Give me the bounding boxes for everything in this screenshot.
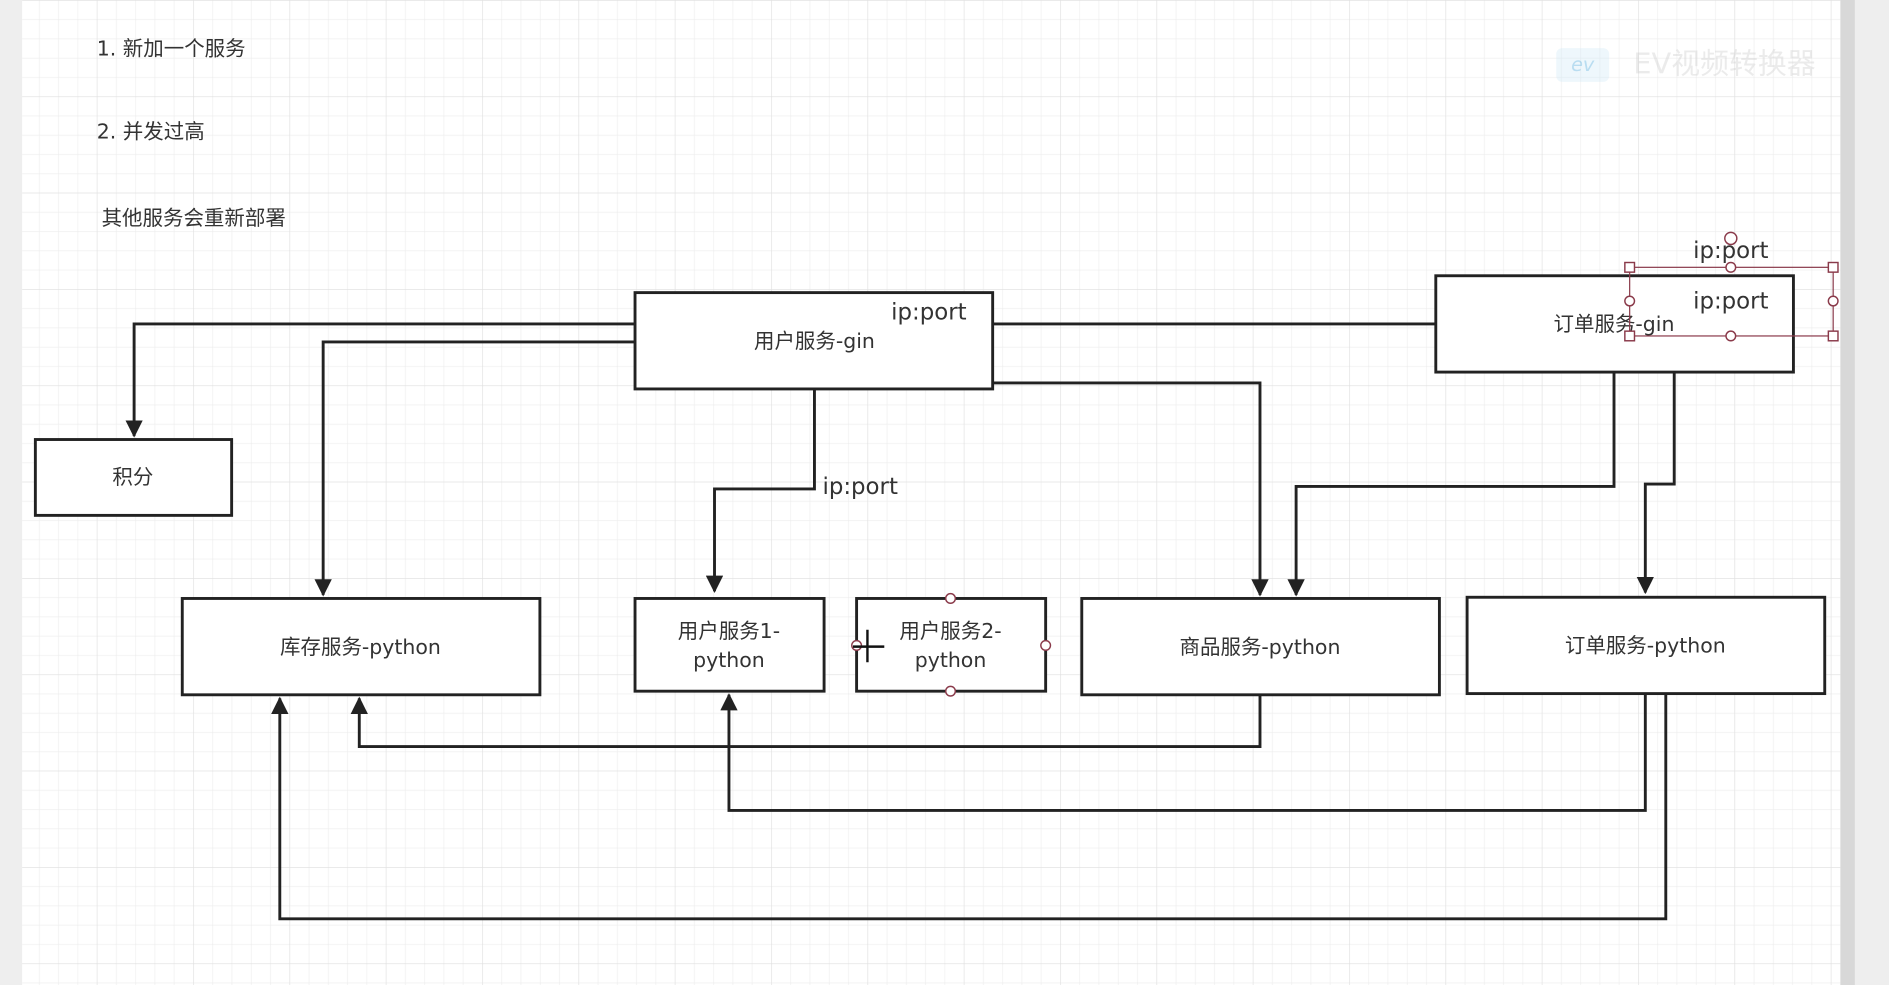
edge-goods-to-inventory[interactable] bbox=[350, 694, 1262, 749]
resize-handle[interactable] bbox=[1827, 295, 1839, 307]
node-goods-python[interactable]: 商品服务-python bbox=[1080, 597, 1441, 697]
node-user2-label-2: python bbox=[915, 648, 987, 672]
resize-handle[interactable] bbox=[1827, 330, 1839, 342]
node-user-gin-label: 用户服务-gin bbox=[754, 329, 875, 353]
watermark: ev EV视频转换器 bbox=[1556, 46, 1816, 82]
note-1[interactable]: 1. 新加一个服务 bbox=[97, 36, 246, 60]
node-points[interactable]: 积分 bbox=[33, 438, 234, 517]
resize-handle[interactable] bbox=[1624, 295, 1636, 307]
watermark-text: EV视频转换器 bbox=[1633, 46, 1815, 80]
edge-order-py-to-user1[interactable] bbox=[720, 693, 1647, 812]
edge-order-py-to-inventory[interactable] bbox=[271, 693, 1668, 921]
node-order-gin-label: 订单服务-gin bbox=[1554, 312, 1675, 336]
node-user2-label-1: 用户服务2- bbox=[899, 619, 1001, 643]
node-user-gin[interactable]: 用户服务-gin bbox=[633, 291, 995, 391]
node-user1-python[interactable]: 用户服务1- python bbox=[633, 597, 826, 693]
connection-point[interactable] bbox=[944, 685, 957, 697]
edge-label-user1-port[interactable]: ip:port bbox=[822, 474, 897, 500]
node-inventory-label: 库存服务-python bbox=[280, 635, 441, 659]
watermark-logo: ev bbox=[1571, 53, 1595, 76]
connection-point[interactable] bbox=[944, 592, 957, 605]
crosshair-cursor-icon bbox=[852, 629, 885, 663]
edge-user-gin-to-goods[interactable] bbox=[992, 381, 1269, 597]
node-points-label: 积分 bbox=[112, 465, 153, 489]
resize-handle[interactable] bbox=[1725, 261, 1737, 273]
note-3[interactable]: 其他服务会重新部署 bbox=[102, 206, 286, 230]
edge-label-order-gin-port-inner[interactable]: ip:port bbox=[1693, 289, 1768, 315]
grid bbox=[22, 0, 1841, 985]
node-user1-label-2: python bbox=[693, 648, 765, 672]
edge-label-user-gin-port[interactable]: ip:port bbox=[891, 300, 966, 326]
node-order-py-label: 订单服务-python bbox=[1565, 634, 1726, 658]
node-order-python[interactable]: 订单服务-python bbox=[1465, 595, 1827, 696]
resize-handle[interactable] bbox=[1624, 330, 1636, 342]
node-goods-label: 商品服务-python bbox=[1180, 635, 1341, 659]
edge-order-gin-to-order-py[interactable] bbox=[1636, 372, 1676, 595]
resize-handle[interactable] bbox=[1827, 261, 1839, 273]
edge-order-gin-to-goods[interactable] bbox=[1287, 372, 1616, 597]
node-order-gin[interactable]: 订单服务-gin bbox=[1434, 274, 1795, 374]
node-inventory-python[interactable]: 库存服务-python bbox=[180, 597, 542, 697]
edge-order-gin-to-points[interactable] bbox=[125, 322, 1436, 438]
edge-user-gin-to-user1[interactable] bbox=[705, 388, 816, 593]
node-user1-label-1: 用户服务1- bbox=[678, 619, 780, 643]
selected-label[interactable]: ip:port ip:port bbox=[1624, 231, 1839, 342]
resize-handle[interactable] bbox=[1624, 261, 1636, 273]
edge-user-gin-to-inventory[interactable] bbox=[314, 340, 636, 597]
page-scroll-edge bbox=[1840, 0, 1855, 985]
note-2[interactable]: 2. 并发过高 bbox=[97, 119, 205, 143]
rotate-handle-icon[interactable] bbox=[1724, 231, 1738, 246]
watermark-logo-icon bbox=[1556, 48, 1610, 82]
resize-handle[interactable] bbox=[1725, 330, 1737, 342]
connection-point[interactable] bbox=[1040, 639, 1052, 651]
node-user2-python[interactable]: 用户服务2- python bbox=[851, 592, 1052, 697]
